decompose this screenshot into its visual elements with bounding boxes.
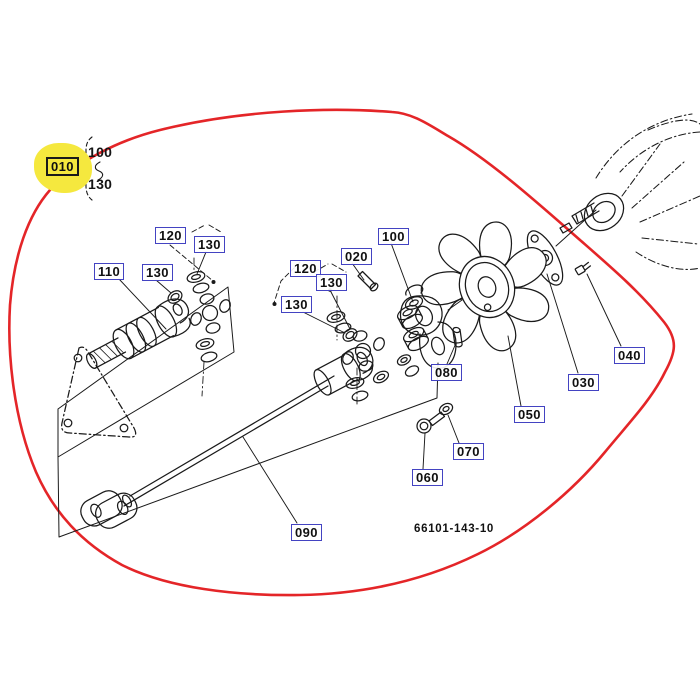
callout-060[interactable]: 060	[412, 469, 443, 486]
center-yoke-100	[399, 284, 457, 369]
engine-shaft	[559, 192, 625, 234]
left-u-joint	[167, 257, 231, 397]
drawing-number: 66101-143-10	[414, 523, 495, 535]
callout-130-mid-side[interactable]: 130	[281, 296, 312, 313]
bracket-label-100: 100	[88, 144, 113, 160]
callout-030[interactable]: 030	[568, 374, 599, 391]
bolt-020	[357, 270, 379, 292]
bolt-060	[416, 411, 446, 434]
callout-020[interactable]: 020	[341, 248, 372, 265]
callout-090[interactable]: 090	[291, 524, 322, 541]
engine-ghost	[595, 113, 700, 270]
highlight-blob	[34, 143, 92, 193]
center-u-joint	[326, 295, 385, 405]
fan-hub	[458, 255, 516, 319]
bracket-label-130: 130	[88, 176, 113, 192]
callout-080[interactable]: 080	[431, 364, 462, 381]
drive-shaft-tube	[121, 375, 335, 508]
leader-lines	[118, 224, 622, 524]
callout-130-mid-top[interactable]: 130	[316, 274, 347, 291]
callout-130-left-top[interactable]: 130	[194, 236, 225, 253]
shaft-yoke-upper	[313, 346, 374, 396]
callout-050[interactable]: 050	[514, 406, 545, 423]
callout-040[interactable]: 040	[614, 347, 645, 364]
shaft-yoke-lower	[80, 490, 138, 529]
fan	[420, 221, 550, 352]
callout-120-mid[interactable]: 120	[290, 260, 321, 277]
panel-outline	[57, 286, 439, 538]
bolt-040	[574, 261, 592, 276]
callout-130-left-side[interactable]: 130	[142, 264, 173, 281]
callout-110[interactable]: 110	[94, 263, 125, 280]
washer-070	[438, 402, 454, 416]
range-squiggle	[94, 161, 104, 181]
callout-100[interactable]: 100	[378, 228, 409, 245]
callout-070[interactable]: 070	[453, 443, 484, 460]
callout-010[interactable]: 010	[46, 157, 79, 176]
left-flange-plate	[61, 346, 137, 438]
left-yoke-110	[85, 298, 191, 369]
spacer-bushings	[372, 304, 430, 384]
callout-120-left[interactable]: 120	[155, 227, 186, 244]
